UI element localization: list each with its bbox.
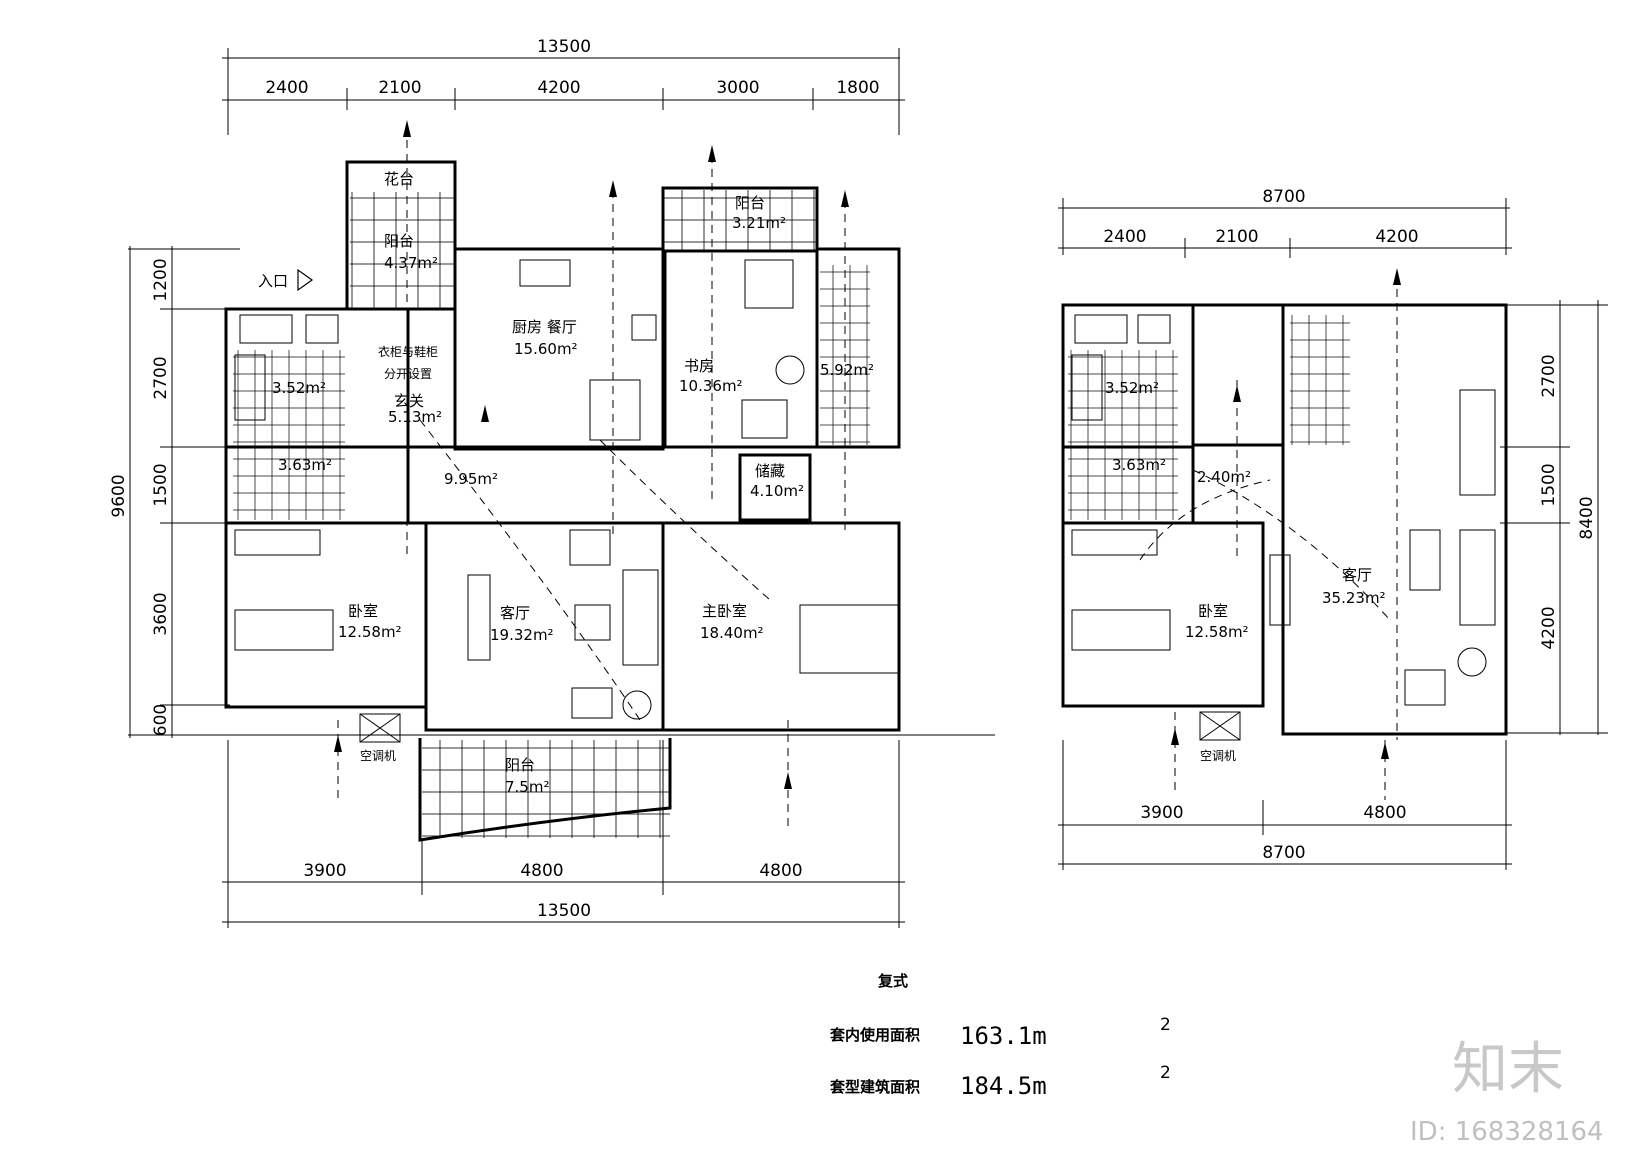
left-top-seg-2: 2100: [378, 78, 421, 98]
usable-area-label: 套内使用面积: [829, 1026, 920, 1044]
left-top-seg-1: 2400: [265, 78, 308, 98]
right-top-seg-2: 2100: [1215, 227, 1258, 247]
gross-area-value: 184.5m: [960, 1072, 1047, 1100]
left-top-dimensions: 13500 2400 2100 4200 3000 1800: [222, 37, 905, 135]
right-bottom-dimensions: 3900 4800 8700: [1058, 740, 1512, 870]
right-plan: 8700 2400 2100 4200 8400 2700 1500 4200: [1058, 187, 1608, 870]
right-living-area: 35.23m²: [1322, 589, 1386, 607]
left-bottom-seg-2: 4800: [520, 861, 563, 881]
area-summary: 复式 套内使用面积 163.1m 2 套型建筑面积 184.5m 2: [829, 972, 1171, 1100]
left-side-seg-3: 1500: [151, 463, 171, 506]
right-hall-area: 2.40m²: [1197, 468, 1251, 486]
left-walls: [224, 160, 901, 842]
right-top-dimensions: 8700 2400 2100 4200: [1058, 187, 1512, 258]
right-bath-area: 3.52m²: [1105, 379, 1159, 397]
gross-area-label: 套型建筑面积: [829, 1078, 920, 1096]
watermark-brand: 知末: [1452, 1037, 1564, 1102]
balcony-s-area: 7.5m²: [505, 778, 549, 796]
left-north-arrows: [334, 120, 849, 789]
left-room-labels: 花台 阳台 4.37m² 衣柜与鞋柜 分开设置 玄关 5.13m² 厨房 餐厅 …: [272, 170, 874, 796]
living-label: 客厅: [500, 604, 530, 622]
left-side-seg-4: 3600: [151, 592, 171, 635]
entrance-arrow-icon: [297, 268, 314, 292]
right-walls: [1061, 303, 1508, 741]
left-bottom-seg-3: 4800: [759, 861, 802, 881]
entrance-label: 入口: [258, 272, 288, 290]
balcony-n-label: 阳台: [735, 194, 765, 212]
right-north-arrows: [1171, 268, 1401, 759]
right-total-width-bottom: 8700: [1262, 843, 1305, 863]
right-living-label: 客厅: [1342, 566, 1372, 584]
living-area: 19.32m²: [490, 626, 554, 644]
balcony-n-area: 3.21m²: [732, 214, 786, 232]
right-wash-area: 3.63m²: [1112, 456, 1166, 474]
summary-title: 复式: [877, 972, 908, 990]
ac-label-right: 空调机: [1200, 749, 1236, 763]
watermark: 知末 ID: 168328164: [1410, 1037, 1604, 1147]
left-side-seg-1: 1200: [151, 258, 171, 301]
left-side-seg-5: 600: [151, 704, 171, 736]
right-total-depth: 8400: [1577, 496, 1597, 539]
right-bedroom-label: 卧室: [1198, 602, 1228, 620]
storage-label: 储藏: [755, 462, 785, 480]
right-furniture: [1071, 314, 1496, 706]
study-label: 书房: [684, 357, 714, 375]
right-total-width-top: 8700: [1262, 187, 1305, 207]
left-top-seg-3: 4200: [537, 78, 580, 98]
right-tiled-areas: [1068, 315, 1350, 520]
wash-area: 3.63m²: [278, 456, 332, 474]
right-bottom-seg-2: 4800: [1363, 803, 1406, 823]
left-tiled-areas: [233, 190, 870, 838]
balcony-nw-label: 阳台: [384, 232, 414, 250]
foyer-label: 玄关: [394, 392, 424, 410]
foyer-area: 5.13m²: [388, 408, 442, 426]
left-bottom-seg-1: 3900: [303, 861, 346, 881]
left-top-seg-5: 1800: [836, 78, 879, 98]
right-top-seg-3: 4200: [1375, 227, 1418, 247]
usable-area-value: 163.1m: [960, 1022, 1047, 1050]
right-room-labels: 3.52m² 3.63m² 2.40m² 客厅 35.23m² 卧室 12.58…: [1105, 379, 1386, 763]
bath-nw-area: 3.52m²: [272, 379, 326, 397]
ac-label-left: 空调机: [360, 749, 396, 763]
master-area: 18.40m²: [700, 624, 764, 642]
bedroom-label: 卧室: [348, 602, 378, 620]
bath-ne-area: 5.92m²: [820, 361, 874, 379]
right-side-dimensions: 8400 2700 1500 4200: [1500, 300, 1608, 735]
left-total-depth: 9600: [109, 474, 129, 517]
wardrobe-label-2: 分开设置: [384, 367, 432, 381]
kitchen-area: 15.60m²: [514, 340, 578, 358]
left-plan: 13500 2400 2100 4200 3000 1800 9600 1200…: [109, 37, 995, 928]
storage-area: 4.10m²: [750, 482, 804, 500]
left-top-seg-4: 3000: [716, 78, 759, 98]
left-section-lines: [337, 140, 846, 830]
right-top-seg-1: 2400: [1103, 227, 1146, 247]
right-section-lines: [1139, 275, 1398, 800]
study-area: 10.36m²: [679, 377, 743, 395]
left-side-dimensions: 9600 1200 2700 1500 3600 600: [109, 246, 995, 738]
left-total-width-bottom: 13500: [537, 901, 591, 921]
balcony-s-label: 阳台: [505, 756, 535, 774]
balcony-nw-area: 4.37m²: [384, 254, 438, 272]
watermark-id: ID: 168328164: [1410, 1117, 1604, 1147]
right-side-seg-2: 1500: [1539, 463, 1559, 506]
left-furniture: [234, 259, 899, 720]
master-label: 主卧室: [702, 602, 747, 620]
gross-area-exponent: 2: [1160, 1063, 1171, 1083]
right-side-seg-3: 4200: [1539, 606, 1559, 649]
right-bottom-seg-1: 3900: [1140, 803, 1183, 823]
left-side-seg-2: 2700: [151, 356, 171, 399]
left-bottom-dimensions: 3900 4800 4800 13500: [222, 740, 905, 928]
wardrobe-label: 衣柜与鞋柜: [378, 344, 438, 359]
corridor-area: 9.95m²: [444, 470, 498, 488]
bedroom-area: 12.58m²: [338, 623, 402, 641]
left-total-width-top: 13500: [537, 37, 591, 57]
kitchen-label: 厨房 餐厅: [512, 318, 577, 336]
right-bedroom-area: 12.58m²: [1185, 623, 1249, 641]
usable-area-exponent: 2: [1160, 1015, 1171, 1035]
right-side-seg-1: 2700: [1539, 354, 1559, 397]
flower-bed-label: 花台: [384, 170, 414, 188]
